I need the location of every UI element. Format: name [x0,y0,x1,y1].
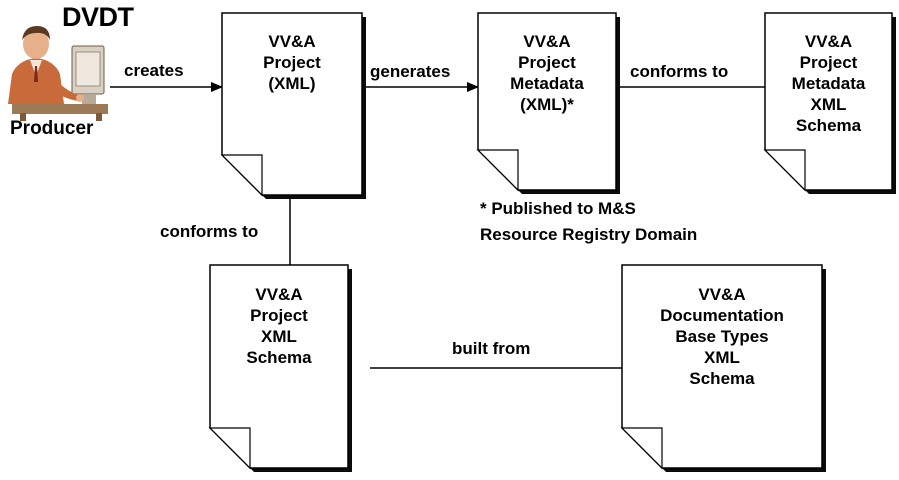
doc-line: (XML) [268,74,316,93]
doc-line: VV&A [523,32,571,51]
footnote-line-2: Resource Registry Domain [480,225,698,244]
document-project-schema-text: VV&A Project XML Schema [210,284,348,368]
doc-line: VV&A [698,285,746,304]
document-project-xml [220,12,366,199]
doc-line: VV&A [255,285,303,304]
document-project-metadata [476,12,620,194]
footnote-line-1: * Published to M&S [480,199,636,218]
doc-line: Schema [246,348,312,367]
doc-line: Schema [795,116,862,135]
doc-line: (XML)* [520,95,574,114]
doc-line: Documentation [660,306,784,325]
built-from-label: built from [452,339,531,358]
doc-line: VV&A [804,32,853,51]
conforms-to-project-label: conforms to [160,222,259,241]
doc-line: Project [518,53,576,72]
creates-label: creates [124,61,184,80]
actor-title: DVDT [62,2,134,32]
conforms-to-metadata-label: conforms to [630,62,729,81]
doc-line: Base Types [675,327,769,346]
doc-line: XML [261,327,297,346]
doc-line: Project [250,306,308,325]
document-metadata-schema-text: VV&A Project Metadata XML Schema [765,31,892,136]
actor-role-label: Producer [10,118,94,139]
doc-line: Metadata [510,74,584,93]
doc-line: Metadata [791,74,866,93]
document-project-metadata-text: VV&A Project Metadata (XML)* [478,31,616,115]
document-project-xml-text: VV&A Project (XML) [222,31,362,94]
person-at-computer-icon [8,26,108,121]
document-base-types-schema-text: VV&A Documentation Base Types XML Schema [622,284,822,389]
doc-line: XML [810,95,847,114]
doc-line: Schema [689,369,755,388]
doc-line: Project [263,53,321,72]
document-project-schema [208,264,352,472]
doc-line: Project [799,53,858,72]
doc-line: VV&A [268,32,316,51]
document-metadata-schema [763,12,896,194]
generates-label: generates [370,62,451,81]
doc-line: XML [704,348,740,367]
document-base-types-schema [620,264,826,472]
